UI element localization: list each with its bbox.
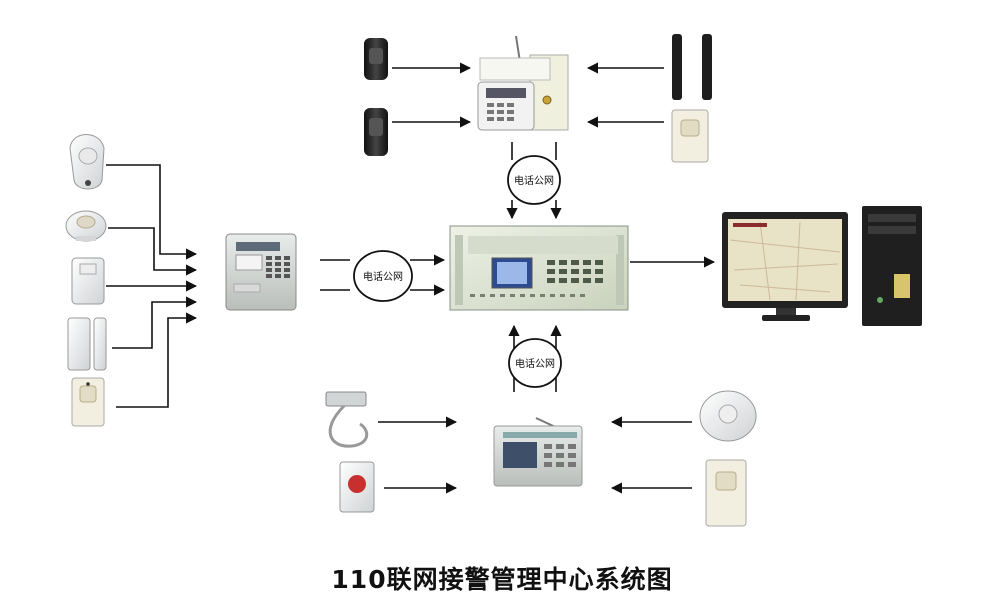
left-sensor-connectors (106, 164, 198, 408)
bottom-right-arrows (610, 416, 692, 494)
pstn-label-left: 电话公网 (363, 270, 403, 283)
glass-break-detector (71, 257, 105, 305)
central-alarm-receiver (449, 225, 629, 311)
pir-detector-left-bottom (71, 377, 105, 427)
pstn-cloud-bottom: 电话公网 (508, 324, 562, 392)
bottom-right-ceiling-pir (699, 390, 757, 442)
pstn-cloud-left: 电话公网 (320, 250, 446, 302)
diagram-title: 110联网接警管理中心系统图 (331, 565, 673, 594)
computer-tower (862, 206, 922, 326)
top-left-beam-sensors (364, 38, 388, 156)
bottom-left-arrows (378, 416, 458, 494)
alarm-keypad-panel (225, 233, 297, 311)
bottom-left-shutter-contact (325, 391, 369, 448)
pstn-label-bottom: 电话公网 (515, 357, 555, 370)
computer-monitor (722, 212, 848, 321)
top-alarm-host (477, 35, 569, 131)
top-right-pir-detector (671, 109, 709, 163)
smoke-detector (65, 210, 107, 242)
pstn-label-top: 电话公网 (514, 174, 554, 187)
top-left-arrows (392, 62, 472, 128)
door-magnetic-contact (67, 317, 107, 371)
pstn-cloud-top: 电话公网 (506, 142, 562, 220)
bottom-left-panic-button (339, 461, 375, 513)
top-right-arrows (586, 62, 664, 128)
pir-detector-left-top (69, 134, 105, 190)
top-right-active-infrared-beams (672, 34, 712, 100)
bottom-right-pir-detector (705, 459, 747, 527)
bottom-wireless-alarm-host (493, 417, 583, 487)
